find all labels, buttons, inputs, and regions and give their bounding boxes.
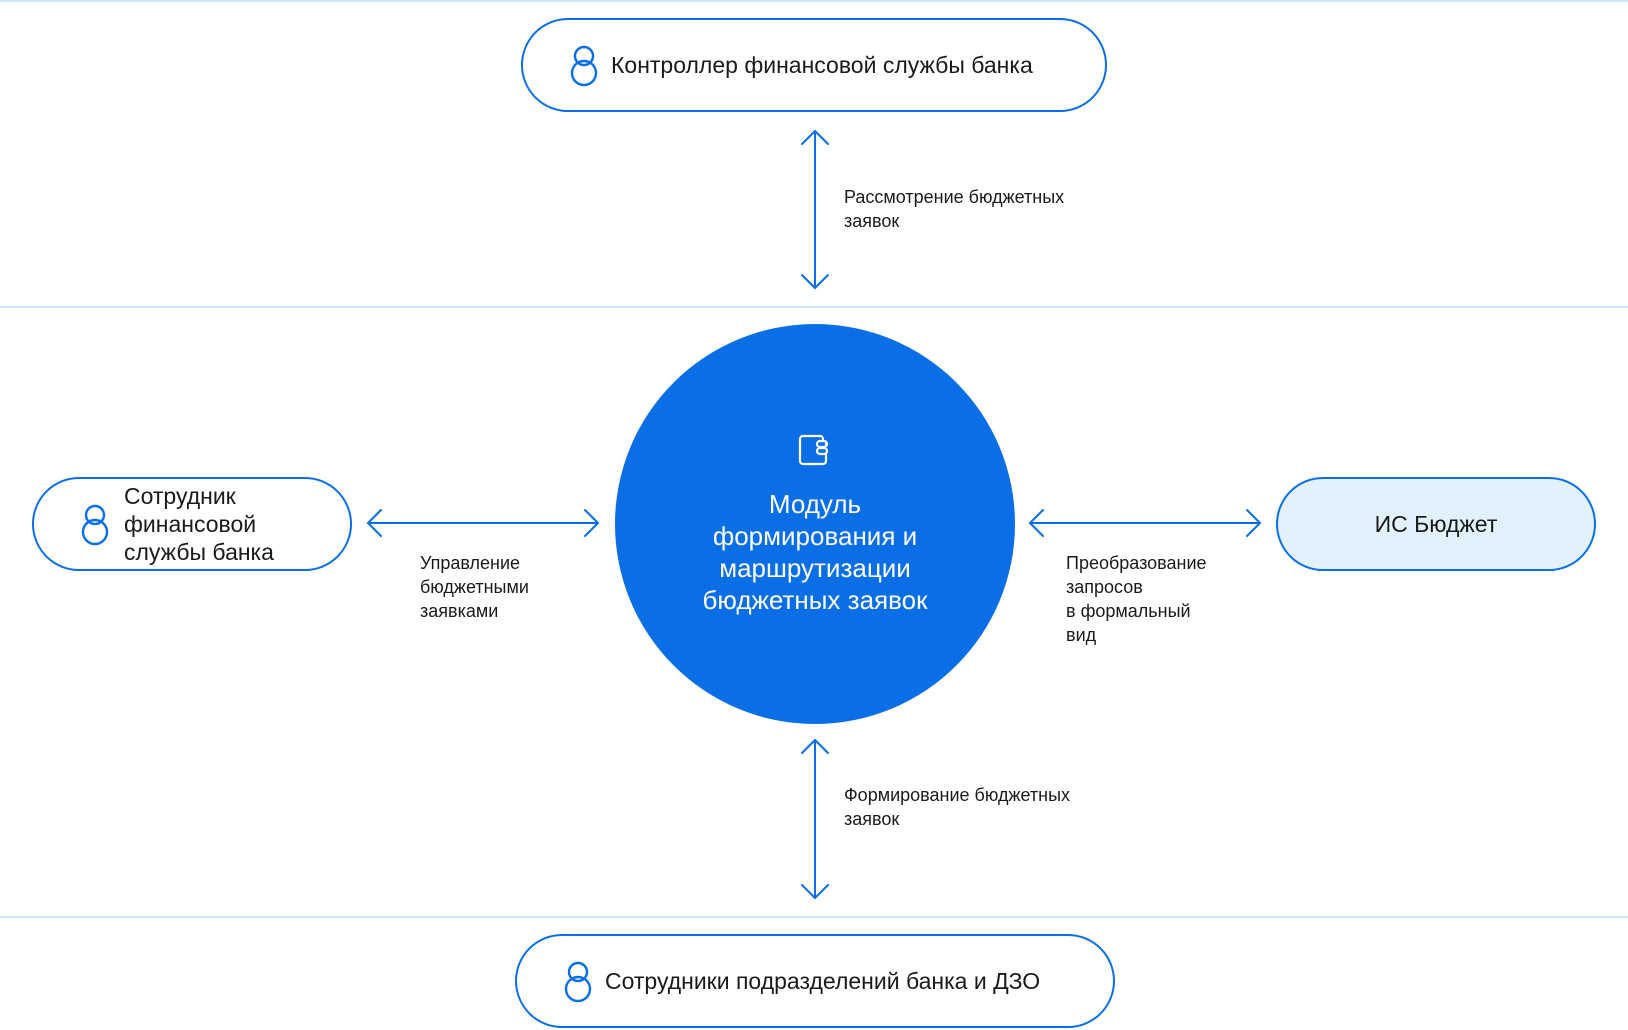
- edge-label-transform: Преобразование запросов в формальный вид: [1066, 553, 1207, 645]
- divider-lower: [0, 916, 1628, 918]
- arrow-bottom: [801, 739, 829, 899]
- arrow-right: [1029, 509, 1261, 537]
- node-label: Сотрудник финансовой службы банка: [124, 483, 274, 565]
- node-bank-department-employees: Сотрудники подразделений банка и ДЗО: [515, 934, 1115, 1028]
- edge-label-manage: Управление бюджетными заявками: [420, 553, 529, 621]
- node-label: Сотрудники подразделений банка и ДЗО: [605, 968, 1041, 994]
- arrow-left: [367, 509, 599, 537]
- person-icon: [570, 45, 598, 87]
- node-finance-employee: Сотрудник финансовой службы банка: [32, 477, 352, 571]
- node-is-budget: ИС Бюджет: [1276, 477, 1596, 571]
- arrow-top: [801, 130, 829, 289]
- person-icon: [564, 961, 592, 1003]
- divider-top: [0, 0, 1628, 2]
- module-title: Модуль формирования и маршрутизации бюдж…: [702, 489, 928, 615]
- divider-upper: [0, 306, 1628, 308]
- node-bank-finance-controller: Контроллер финансовой службы банка: [521, 18, 1107, 112]
- node-label: Контроллер финансовой службы банка: [611, 52, 1033, 78]
- person-icon: [81, 504, 109, 546]
- edge-label-form: Формирование бюджетных заявок: [844, 785, 1071, 829]
- edge-label-review: Рассмотрение бюджетных заявок: [844, 187, 1065, 231]
- module-circle: [615, 324, 1015, 724]
- document-module-icon: [798, 434, 829, 466]
- node-label: ИС Бюджет: [1374, 511, 1498, 537]
